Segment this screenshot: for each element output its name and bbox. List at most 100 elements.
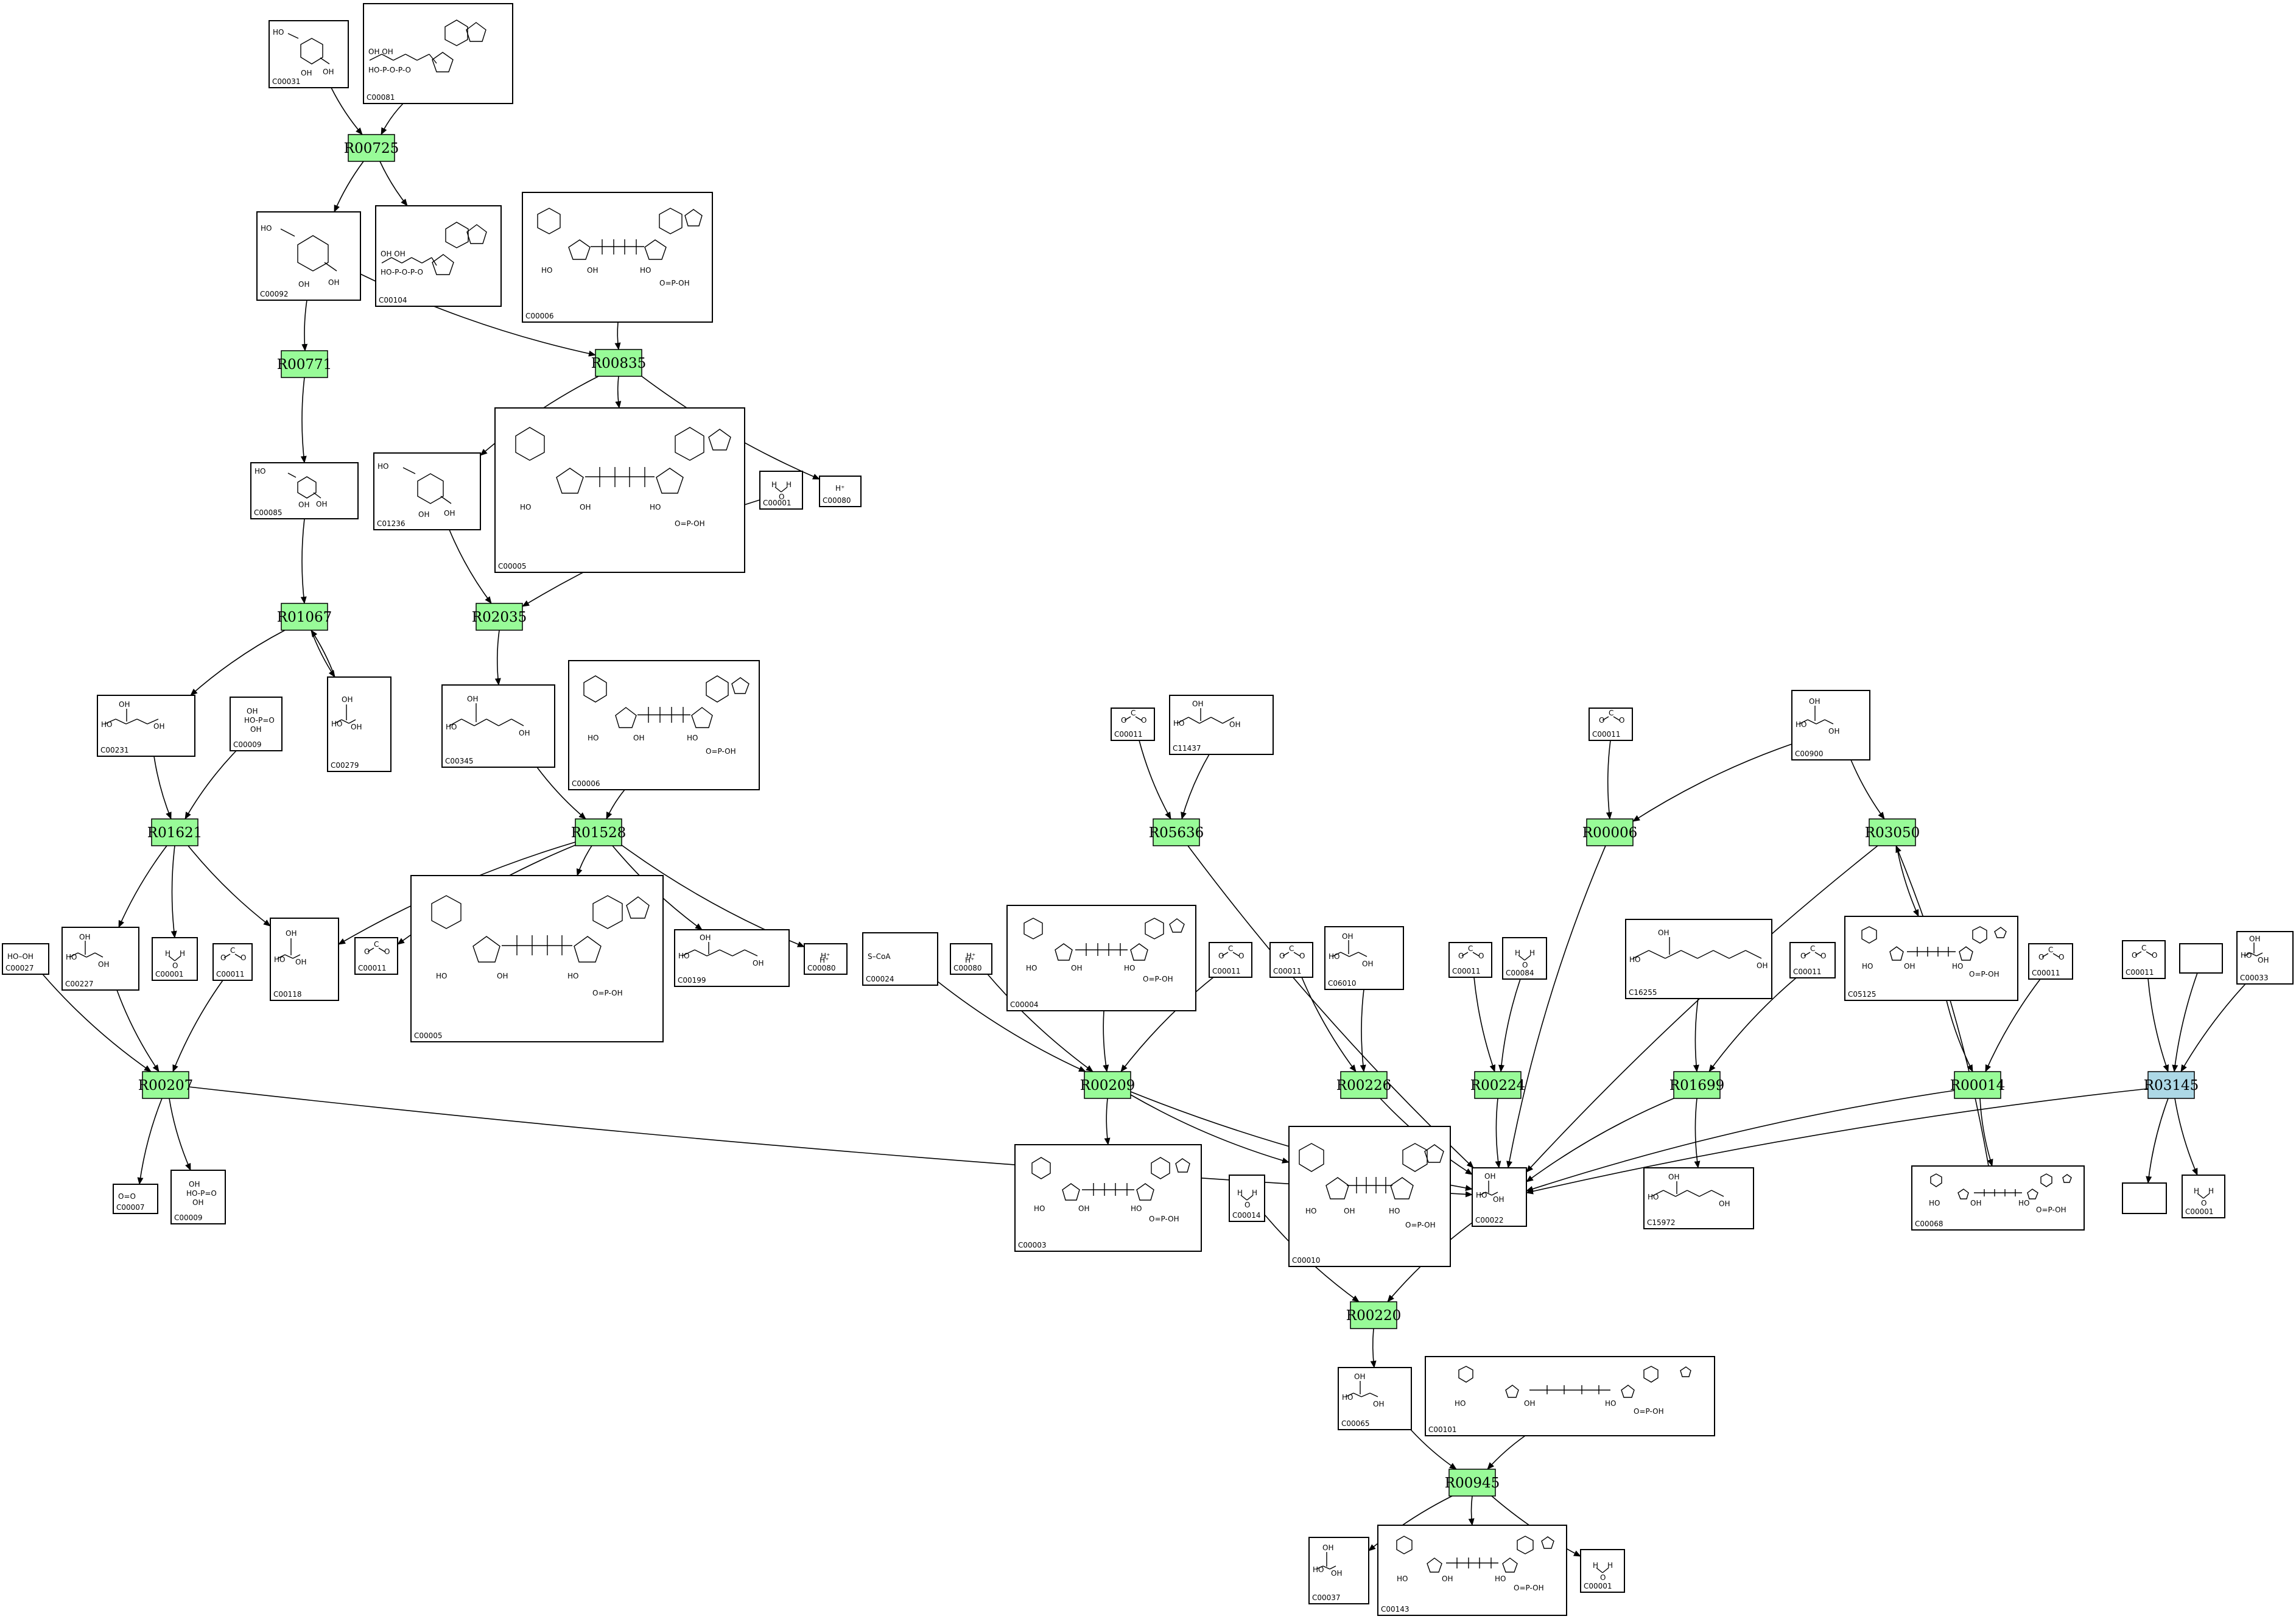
reaction-node[interactable]: R00209 <box>1080 1071 1135 1099</box>
reaction-node[interactable]: R00945 <box>1445 1469 1500 1497</box>
compound-id: C00037 <box>1312 1593 1341 1602</box>
reaction-node[interactable]: R01699 <box>1669 1071 1724 1099</box>
reaction-node[interactable]: R00835 <box>591 349 646 377</box>
reaction-node[interactable]: R02035 <box>472 603 527 631</box>
reaction-node[interactable]: R01067 <box>277 603 332 631</box>
compound-id: C00011 <box>2126 968 2154 977</box>
svg-text:HO: HO <box>377 462 388 471</box>
svg-text:HO: HO <box>1629 955 1640 964</box>
svg-text:O: O <box>2132 951 2137 960</box>
compound-node[interactable] <box>2179 943 2223 974</box>
reaction-node[interactable]: R00006 <box>1582 818 1637 846</box>
svg-text:O: O <box>384 947 390 956</box>
reaction-node[interactable]: R03145 <box>2144 1071 2199 1099</box>
compound-box <box>2179 943 2223 974</box>
reaction-node[interactable]: R03050 <box>1865 818 1920 846</box>
reaction-node[interactable]: R01528 <box>571 818 626 846</box>
compound-box <box>1111 708 1155 741</box>
compound-box <box>373 452 481 530</box>
compound-node[interactable]: H⁺C00080 <box>819 476 862 507</box>
reaction-node[interactable]: R05636 <box>1149 818 1204 846</box>
svg-text:H: H <box>2194 1187 2199 1195</box>
compound-box <box>1014 1144 1202 1252</box>
svg-text:OH: OH <box>119 700 130 709</box>
reaction-node[interactable]: R00725 <box>344 134 399 162</box>
reaction-node[interactable]: R00224 <box>1470 1071 1525 1099</box>
compound-node[interactable] <box>2122 1182 2167 1214</box>
reaction-node[interactable]: R00014 <box>1950 1071 2005 1099</box>
reaction-id: R00207 <box>138 1078 193 1094</box>
reaction-node[interactable]: R00207 <box>138 1071 193 1099</box>
reaction-node[interactable]: R01621 <box>147 818 202 846</box>
compound-box <box>1472 1167 1527 1227</box>
reaction-node[interactable]: R00771 <box>277 350 332 378</box>
reaction-id: R00209 <box>1080 1078 1135 1094</box>
reaction-node[interactable]: R00226 <box>1336 1071 1391 1099</box>
svg-text:OH: OH <box>189 1180 200 1189</box>
svg-text:H: H <box>2208 1187 2214 1195</box>
compound-id: C16255 <box>1629 988 1657 997</box>
compound-id: C00001 <box>1584 1582 1612 1590</box>
compound-node[interactable]: H⁺H⁺C00080 <box>950 943 992 975</box>
compound-box <box>327 676 391 772</box>
reaction-node[interactable]: R00220 <box>1346 1301 1401 1329</box>
reaction-edge <box>311 630 335 678</box>
compound-node[interactable]: H⁺H⁺C00080 <box>804 943 848 975</box>
